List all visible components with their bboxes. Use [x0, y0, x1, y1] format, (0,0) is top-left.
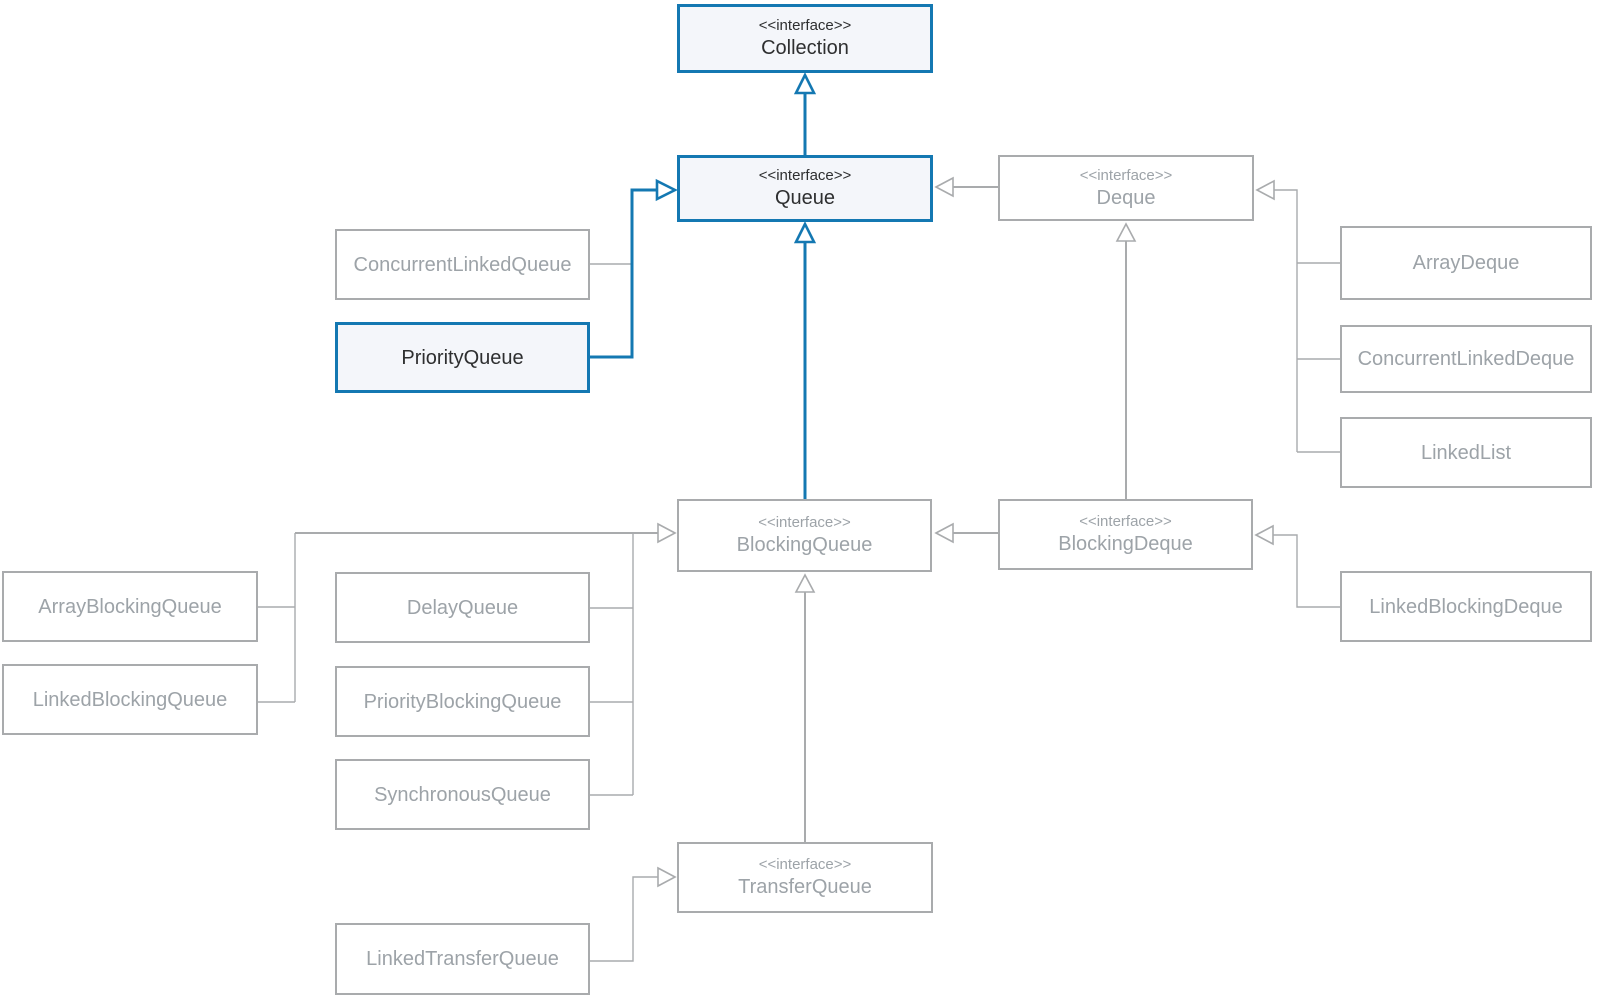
edge-transferqueue-blockingqueue — [794, 573, 816, 842]
class-name: ArrayBlockingQueue — [38, 595, 222, 618]
node-queue: <<interface>> Queue — [677, 155, 933, 222]
stereotype-label: <<interface>> — [758, 856, 852, 873]
node-arraydeque: ArrayDeque — [1340, 226, 1592, 300]
edge-linkedblockingdeque-blockingdeque — [1272, 534, 1340, 608]
class-name: Deque — [1096, 186, 1156, 209]
node-priorityblockingqueue: PriorityBlockingQueue — [335, 666, 590, 737]
edge-deque-queue — [934, 176, 998, 198]
node-delayqueue: DelayQueue — [335, 572, 590, 643]
class-name: BlockingDeque — [1058, 533, 1193, 555]
node-transferqueue: <<interface>> TransferQueue — [677, 842, 933, 913]
edge-group-into-blockingqueue — [295, 522, 677, 544]
edge-middle-blocking-group — [590, 534, 634, 796]
stereotype-label: <<interface>> — [1079, 166, 1173, 184]
node-concurrentlinkedqueue: ConcurrentLinkedQueue — [335, 229, 590, 300]
node-synchronousqueue: SynchronousQueue — [335, 759, 590, 830]
edge-linkedtransferqueue-transferqueue — [590, 866, 677, 962]
node-linkedtransferqueue: LinkedTransferQueue — [335, 923, 590, 995]
edge-blockingdeque-deque — [1115, 222, 1137, 499]
stereotype-label: <<interface>> — [758, 167, 852, 184]
edge-left-blocking-group — [258, 533, 296, 703]
class-name: TransferQueue — [738, 876, 872, 898]
node-blockingdeque: <<interface>> BlockingDeque — [998, 499, 1253, 570]
node-linkedblockingdeque: LinkedBlockingDeque — [1340, 571, 1592, 642]
class-name: BlockingQueue — [736, 534, 873, 556]
node-collection: <<interface>> Collection — [677, 4, 933, 73]
edge-arrowhead-arraydeque-group — [1255, 179, 1275, 201]
class-name: SynchronousQueue — [374, 783, 551, 806]
class-name: LinkedList — [1420, 441, 1512, 464]
class-name: ArrayDeque — [1412, 252, 1520, 274]
class-name: Collection — [761, 37, 849, 59]
class-name: LinkedBlockingDeque — [1369, 595, 1563, 618]
edge-blockingqueue-queue — [793, 221, 817, 499]
stereotype-label: <<interface>> — [758, 514, 851, 531]
class-name: PriorityBlockingQueue — [363, 690, 562, 713]
node-deque: <<interface>> Deque — [998, 155, 1254, 221]
node-blockingqueue: <<interface>> BlockingQueue — [677, 499, 932, 572]
edge-blockingdeque-blockingqueue — [934, 522, 998, 544]
stereotype-label: <<interface>> — [758, 17, 852, 34]
edge-queue-collection — [793, 72, 817, 155]
stereotype-label: <<interface>> — [1079, 513, 1172, 530]
node-arrayblockingqueue: ArrayBlockingQueue — [2, 571, 258, 642]
edge-priorityqueue-queue — [590, 178, 678, 359]
edge-right-deque-group — [1273, 189, 1340, 453]
node-priorityqueue: PriorityQueue — [335, 322, 590, 393]
class-name: Queue — [774, 187, 836, 209]
class-name: ConcurrentLinkedDeque — [1357, 348, 1575, 370]
class-name: DelayQueue — [406, 596, 519, 619]
class-name: ConcurrentLinkedQueue — [353, 253, 572, 276]
class-name: PriorityQueue — [401, 346, 524, 369]
node-linkedblockingqueue: LinkedBlockingQueue — [2, 664, 258, 735]
class-name: LinkedBlockingQueue — [32, 688, 228, 711]
node-linkedlist: LinkedList — [1340, 417, 1592, 488]
class-name: LinkedTransferQueue — [366, 948, 559, 970]
node-concurrentlinkeddeque: ConcurrentLinkedDeque — [1340, 325, 1592, 393]
edge-arrowhead-linkedblockingdeque — [1254, 524, 1274, 546]
